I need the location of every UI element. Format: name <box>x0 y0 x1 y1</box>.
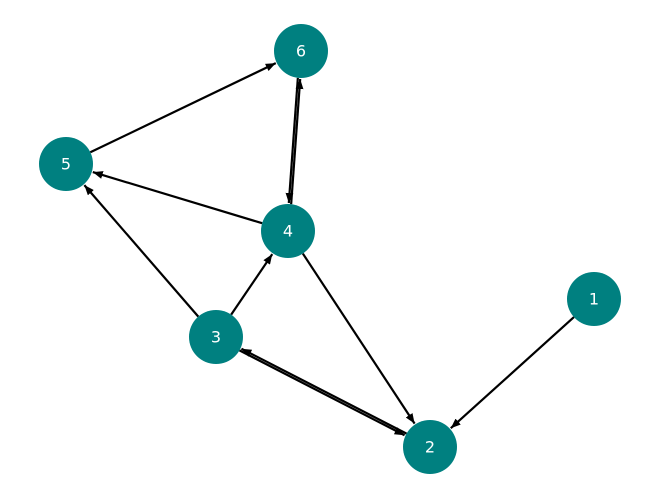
node-label-4: 4 <box>283 222 293 241</box>
node-circle-2 <box>403 420 457 474</box>
node-label-2: 2 <box>425 438 435 457</box>
node-6: 6 <box>274 24 328 78</box>
nodes-layer: 1 2 3 4 5 6 <box>39 24 621 474</box>
node-circle-6 <box>274 24 328 78</box>
edge-3-to-2 <box>238 349 406 437</box>
node-circle-4 <box>261 204 315 258</box>
node-circle-5 <box>39 137 93 191</box>
node-label-3: 3 <box>211 328 221 347</box>
node-4: 4 <box>261 204 315 258</box>
node-label-5: 5 <box>61 155 71 174</box>
edges-layer <box>83 62 575 437</box>
node-label-1: 1 <box>589 290 599 309</box>
edge-4-to-2 <box>301 252 416 425</box>
node-circle-3 <box>189 310 243 364</box>
edge-6-to-4 <box>285 77 299 204</box>
edge-2-to-3 <box>240 347 408 435</box>
node-circle-1 <box>567 272 621 326</box>
edge-1-to-2 <box>450 316 575 430</box>
edge-3-to-4 <box>230 253 274 316</box>
edge-5-to-6 <box>89 62 277 154</box>
node-label-6: 6 <box>296 42 306 61</box>
node-2: 2 <box>403 420 457 474</box>
edge-3-to-5 <box>83 184 200 318</box>
edge-4-to-6 <box>290 78 304 205</box>
node-3: 3 <box>189 310 243 364</box>
node-5: 5 <box>39 137 93 191</box>
node-1: 1 <box>567 272 621 326</box>
edge-4-to-5 <box>92 171 263 225</box>
